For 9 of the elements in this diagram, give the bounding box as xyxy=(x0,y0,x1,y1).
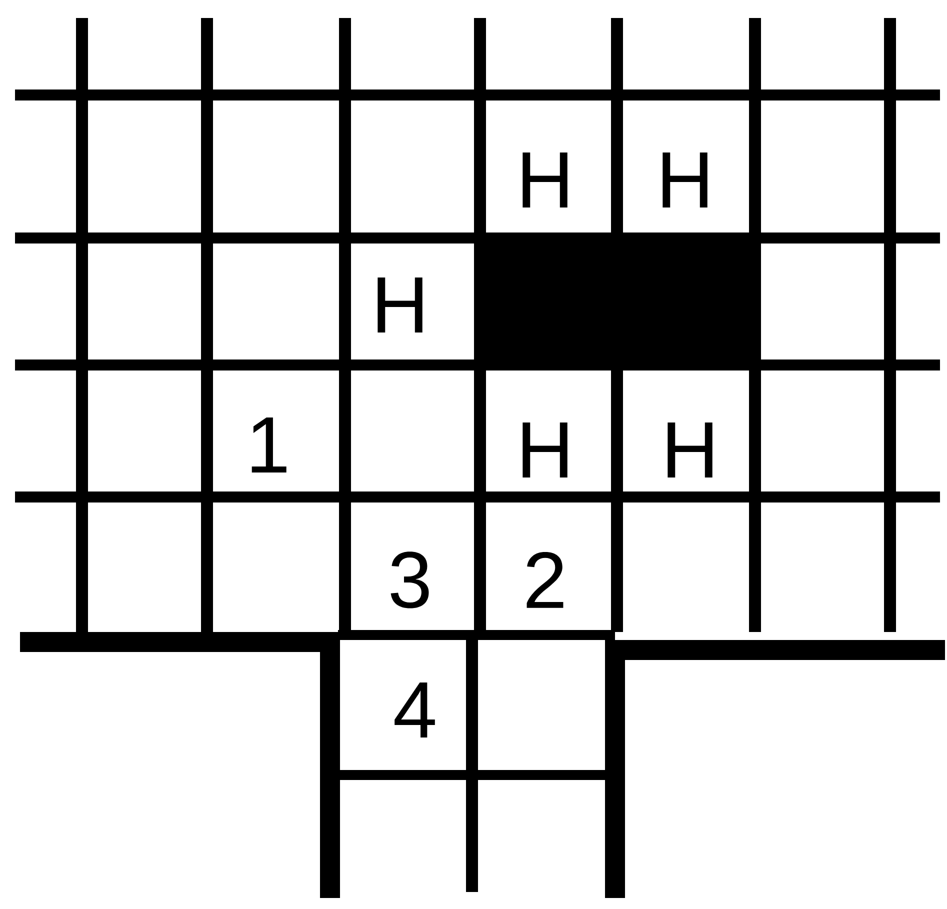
cell-label: H xyxy=(378,277,422,332)
cell-label: H xyxy=(668,422,712,478)
cell-label: 2 xyxy=(526,552,564,608)
cell-label: H xyxy=(522,152,568,208)
cell-label: 4 xyxy=(394,682,435,738)
cell-label: 1 xyxy=(252,417,286,472)
cell-label: H xyxy=(662,152,708,208)
cell-label: H xyxy=(522,422,568,478)
cell-label: 3 xyxy=(390,552,429,608)
